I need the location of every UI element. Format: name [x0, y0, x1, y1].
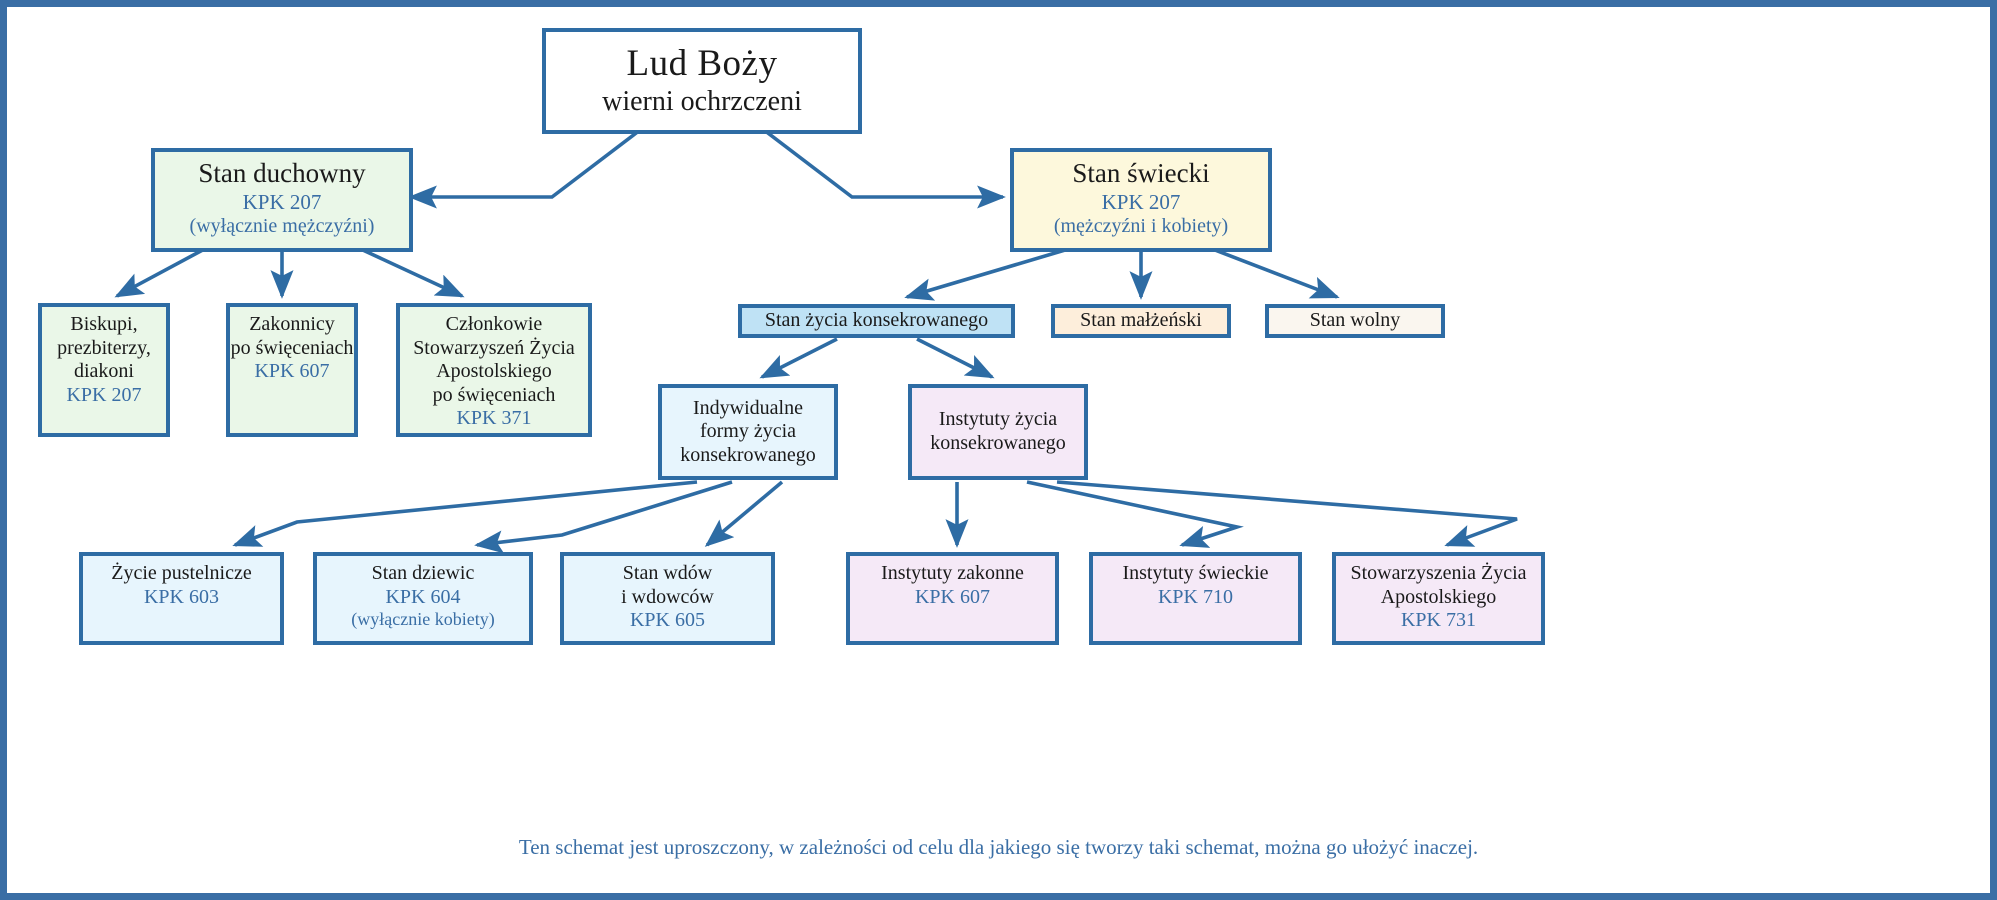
node-lud-bozy[interactable]: Lud Boży wierni ochrzczeni	[542, 28, 862, 134]
node-stan-malzenski[interactable]: Stan małżeński	[1051, 304, 1231, 338]
node-indywidualne-formy-zycia-konsekrowanego[interactable]: Indywidualne formy życia konsekrowanego	[658, 384, 838, 480]
edge-clergy-bishops	[114, 243, 213, 298]
node-stan-dziewic[interactable]: Stan dziewic KPK 604 (wyłącznie kobiety)	[313, 552, 533, 645]
node-single-title: Stan wolny	[1309, 309, 1401, 332]
edge-individual-hermit	[232, 480, 698, 547]
edge-consecrated-individual	[759, 337, 838, 379]
node-instytuty-zycia-konsekrowanego[interactable]: Instytuty życia konsekrowanego	[908, 384, 1088, 480]
edge-lay-consecrated	[904, 243, 1083, 301]
edge-clergy-societies	[351, 243, 465, 298]
node-instytuty-swieckie[interactable]: Instytuty świeckie KPK 710	[1089, 552, 1302, 645]
node-czlonkowie-stowarzyszen-zycia-apostolskiego[interactable]: Członkowie Stowarzyszeń Życia Apostolski…	[396, 303, 592, 437]
node-hermit-title: Życie pustelnicze	[111, 562, 252, 584]
node-secinst-title: Instytuty świeckie	[1122, 562, 1269, 584]
node-marriage-title: Stan małżeński	[1080, 309, 1202, 332]
node-institutes-title: Instytuty życia konsekrowanego	[930, 408, 1066, 454]
edge-root-lay	[758, 125, 1006, 209]
node-religious-title: Zakonnicy po święceniach	[230, 313, 354, 359]
node-stan-zycia-konsekrowanego[interactable]: Stan życia konsekrowanego	[738, 304, 1015, 338]
node-stowarzyszenia-zycia-apostolskiego[interactable]: Stowarzyszenia Życia Apostolskiego KPK 7…	[1332, 552, 1545, 645]
node-bishops-kpk: KPK 207	[66, 383, 142, 406]
node-societies-title: Członkowie Stowarzyszeń Życia Apostolski…	[413, 313, 575, 406]
node-bishops-title: Biskupi, prezbiterzy, diakoni	[57, 313, 151, 383]
node-instytuty-zakonne[interactable]: Instytuty zakonne KPK 607	[846, 552, 1059, 645]
node-virgins-title: Stan dziewic	[371, 562, 475, 584]
node-relinst-title: Instytuty zakonne	[881, 562, 1024, 584]
node-hermit-kpk: KPK 603	[143, 585, 219, 608]
node-zycie-pustelnicze[interactable]: Życie pustelnicze KPK 603	[79, 552, 284, 645]
node-apostolic-title: Stowarzyszenia Życia Apostolskiego	[1350, 562, 1527, 608]
edge-institutes-apostolic	[1056, 480, 1518, 547]
node-widows-kpk: KPK 605	[629, 609, 705, 632]
node-religious-kpk: KPK 607	[254, 360, 330, 383]
node-societies-kpk: KPK 371	[456, 407, 532, 430]
edge-individual-widows	[704, 480, 784, 547]
edge-consecrated-institutes	[916, 337, 995, 379]
node-stan-duchowny[interactable]: Stan duchowny KPK 207 (wyłącznie mężczyź…	[151, 148, 413, 252]
node-apostolic-kpk: KPK 731	[1400, 609, 1476, 632]
node-stan-wolny[interactable]: Stan wolny	[1265, 304, 1445, 338]
edge-lay-single	[1201, 243, 1340, 299]
edge-root-clergy	[408, 125, 646, 209]
node-relinst-kpk: KPK 607	[914, 585, 990, 608]
node-clergy-title: Stan duchowny	[198, 158, 366, 188]
node-root-subtitle: wierni ochrzczeni	[602, 85, 802, 117]
node-widows-title: Stan wdów i wdowców	[621, 562, 714, 608]
node-lay-kpk: KPK 207	[1101, 189, 1181, 214]
node-root-title: Lud Boży	[626, 43, 778, 85]
node-stan-swiecki[interactable]: Stan świecki KPK 207 (mężczyźni i kobiet…	[1010, 148, 1272, 252]
node-lay-note: (mężczyźni i kobiety)	[1053, 214, 1229, 237]
node-virgins-kpk: KPK 604	[385, 585, 461, 608]
node-biskupi-prezbiterzy-diakoni[interactable]: Biskupi, prezbiterzy, diakoni KPK 207	[38, 303, 170, 437]
node-stan-wdow-i-wdowcow[interactable]: Stan wdów i wdowców KPK 605	[560, 552, 775, 645]
node-zakonnicy-po-swieceniach[interactable]: Zakonnicy po święceniach KPK 607	[226, 303, 358, 437]
diagram-caption: Ten schemat jest uproszczony, w zależnoś…	[518, 835, 1479, 859]
node-individual-title: Indywidualne formy życia konsekrowanego	[680, 396, 816, 466]
node-clergy-note: (wyłącznie mężczyźni)	[189, 214, 375, 237]
node-clergy-kpk: KPK 207	[242, 189, 322, 214]
edge-institutes-secinst	[1026, 480, 1244, 548]
edge-individual-virgins	[474, 480, 733, 554]
node-virgins-note: (wyłącznie kobiety)	[351, 609, 495, 630]
node-lay-title: Stan świecki	[1072, 158, 1210, 188]
node-secinst-kpk: KPK 710	[1157, 585, 1233, 608]
node-consecrated-title: Stan życia konsekrowanego	[764, 309, 989, 332]
